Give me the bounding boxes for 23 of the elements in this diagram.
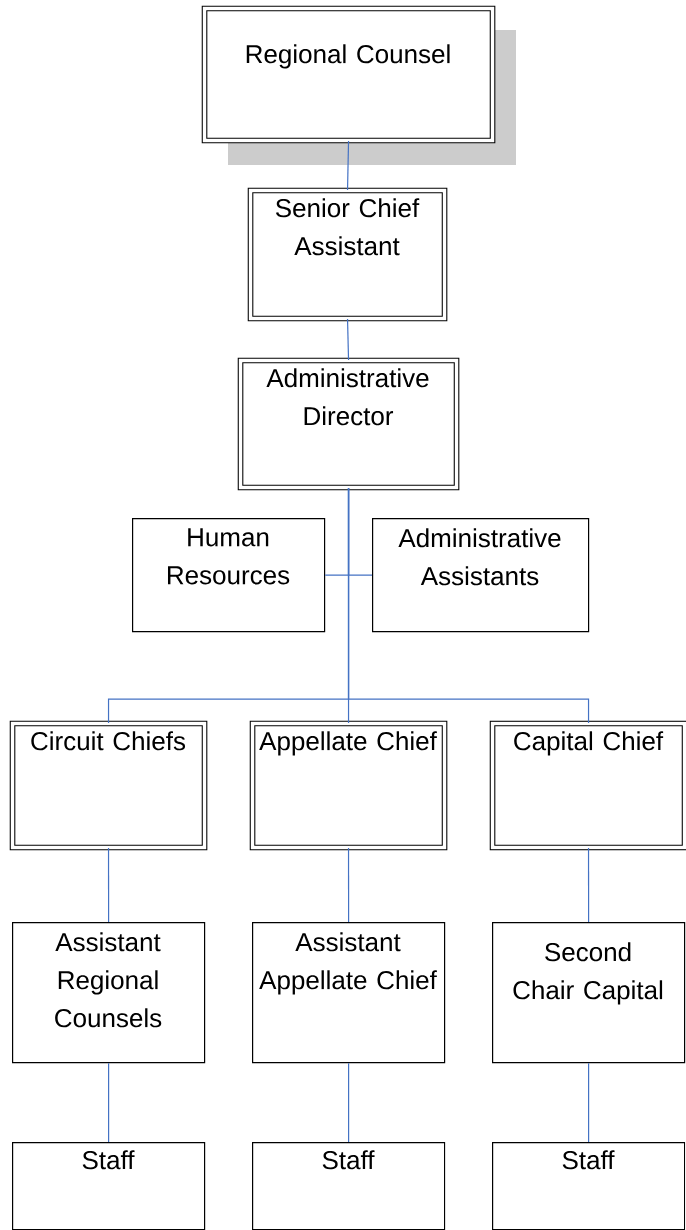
org-box: Second Chair Capital <box>492 922 686 1064</box>
connector-line <box>107 847 110 923</box>
org-box: Administrative Assistants <box>372 518 590 633</box>
org-box: Appellate Chief <box>249 720 448 851</box>
connector-line <box>347 847 350 923</box>
org-box: Staff <box>12 1142 206 1230</box>
org-box: Senior Chief Assistant <box>247 187 448 322</box>
org-box: Assistant Regional Counsels <box>12 922 206 1064</box>
org-box: Staff <box>492 1142 686 1230</box>
org-box: Regional Counsel <box>201 5 496 144</box>
org-box: Human Resources <box>132 518 326 633</box>
connector-line <box>588 1062 590 1143</box>
connector-line <box>346 318 350 361</box>
connector-line <box>346 140 350 191</box>
connector-line <box>348 1062 350 1143</box>
connector-line <box>108 1062 110 1143</box>
org-box: Capital Chief <box>489 720 686 851</box>
org-box: Staff <box>252 1142 446 1230</box>
org-box: Administrative Director <box>237 357 460 491</box>
org-box: Assistant Appellate Chief <box>252 922 446 1064</box>
org-box: Circuit Chiefs <box>9 720 208 851</box>
connector-line <box>347 487 590 724</box>
connector-line <box>587 847 590 923</box>
